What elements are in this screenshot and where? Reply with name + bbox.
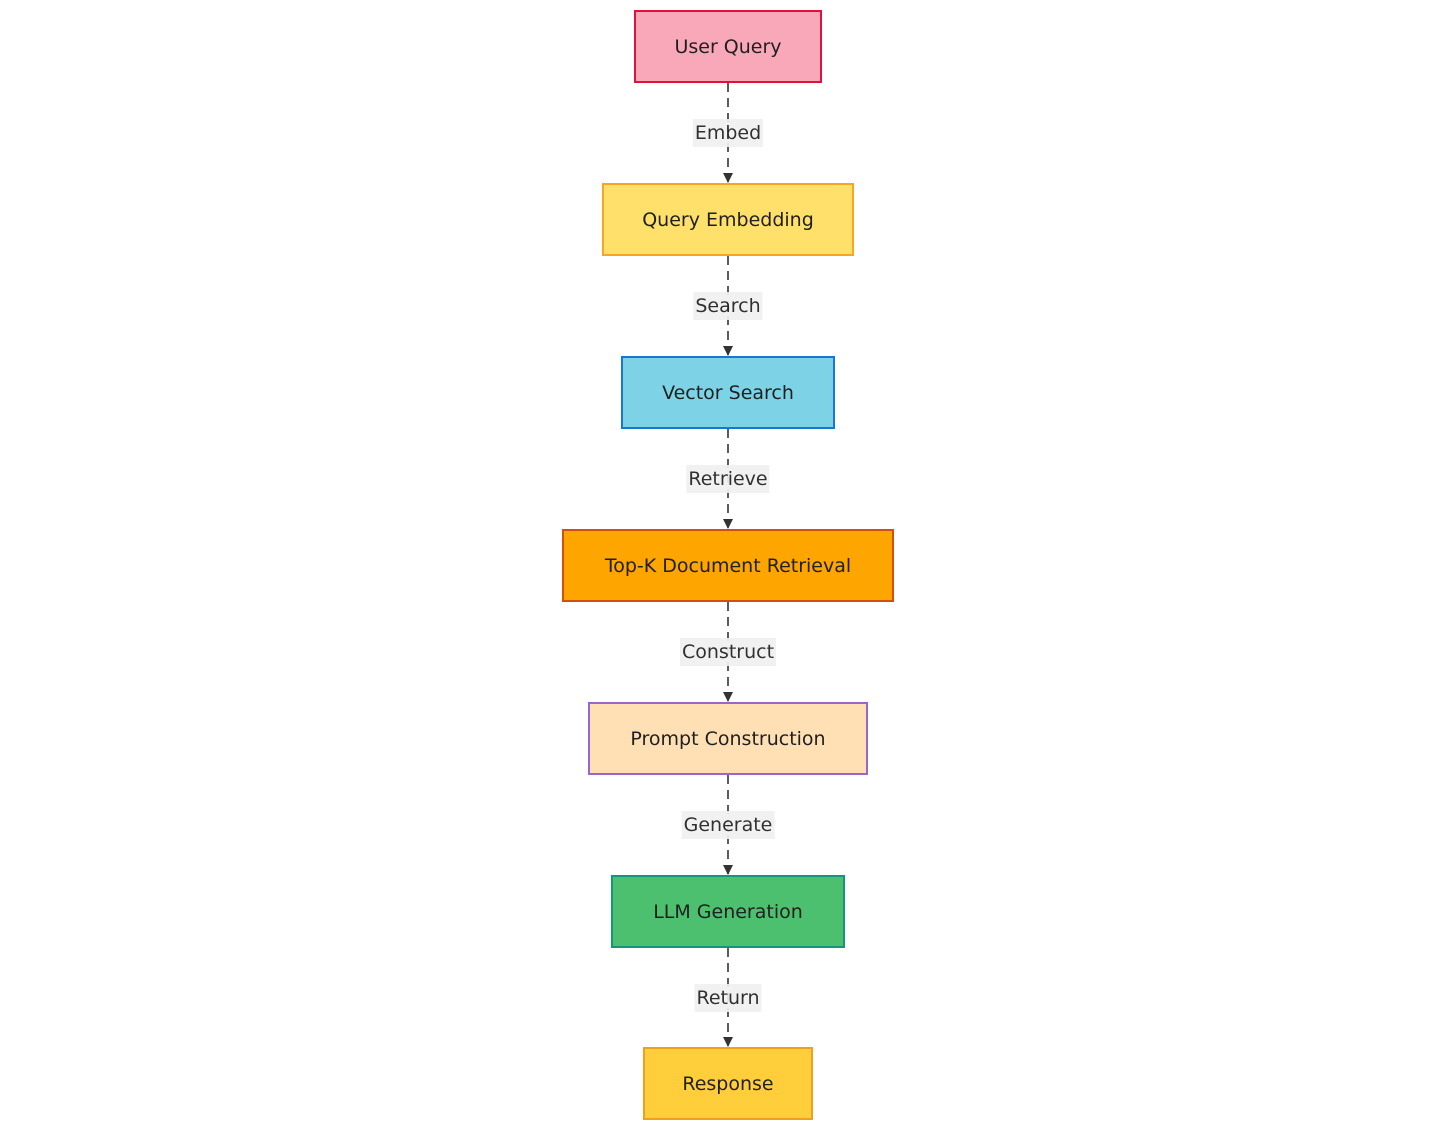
node-label: Prompt Construction bbox=[630, 727, 826, 750]
node-label: Query Embedding bbox=[642, 208, 814, 231]
node-query-embedding: Query Embedding bbox=[602, 183, 854, 256]
edge-label: Search bbox=[693, 292, 763, 320]
edge-label: Return bbox=[694, 983, 762, 1012]
edge-label: Retrieve bbox=[686, 465, 770, 493]
node-label: LLM Generation bbox=[653, 900, 803, 923]
node-label: Response bbox=[682, 1072, 774, 1095]
edge-label: Construct bbox=[679, 638, 777, 666]
edge-label: Embed bbox=[692, 119, 764, 147]
node-label: User Query bbox=[674, 35, 782, 58]
node-label: Vector Search bbox=[662, 381, 794, 404]
edge-label: Generate bbox=[681, 811, 775, 839]
node-prompt-construction: Prompt Construction bbox=[588, 702, 868, 775]
node-topk-retrieval: Top-K Document Retrieval bbox=[562, 529, 894, 602]
node-label: Top-K Document Retrieval bbox=[604, 554, 852, 577]
node-llm-generation: LLM Generation bbox=[611, 875, 845, 948]
node-response: Response bbox=[643, 1047, 813, 1120]
node-user-query: User Query bbox=[634, 10, 822, 83]
node-vector-search: Vector Search bbox=[621, 356, 835, 429]
